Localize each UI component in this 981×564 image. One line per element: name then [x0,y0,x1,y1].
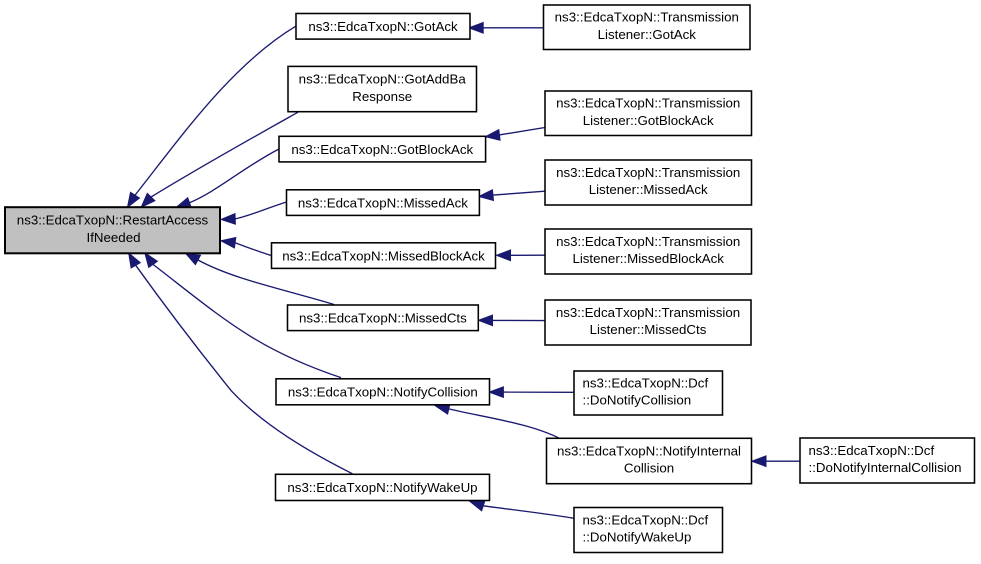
svg-text:Listener::MissedBlockAck: Listener::MissedBlockAck [572,251,724,266]
svg-text:ns3::EdcaTxopN::GotAck: ns3::EdcaTxopN::GotAck [308,19,458,34]
svg-text:::DoNotifyInternalCollision: ::DoNotifyInternalCollision [809,460,962,475]
svg-text:Listener::GotBlockAck: Listener::GotBlockAck [583,113,714,128]
svg-text:Listener::MissedAck: Listener::MissedAck [589,182,708,197]
svg-text:ns3::EdcaTxopN::Transmission: ns3::EdcaTxopN::Transmission [555,10,739,25]
svg-text:Listener::GotAck: Listener::GotAck [598,27,697,42]
svg-text:ns3::EdcaTxopN::Dcf: ns3::EdcaTxopN::Dcf [583,375,709,390]
svg-text:ns3::EdcaTxopN::RestartAccess: ns3::EdcaTxopN::RestartAccess [17,213,209,228]
svg-text:ns3::EdcaTxopN::NotifyInternal: ns3::EdcaTxopN::NotifyInternal [557,443,741,458]
svg-text:ns3::EdcaTxopN::MissedAck: ns3::EdcaTxopN::MissedAck [298,195,468,210]
svg-text:ns3::EdcaTxopN::MissedCts: ns3::EdcaTxopN::MissedCts [299,311,467,326]
svg-text:ns3::EdcaTxopN::Transmission: ns3::EdcaTxopN::Transmission [556,305,740,320]
svg-text:ns3::EdcaTxopN::Transmission: ns3::EdcaTxopN::Transmission [556,165,740,180]
svg-text:Response: Response [352,89,412,104]
svg-text:Collision: Collision [624,461,674,476]
svg-text:ns3::EdcaTxopN::Dcf: ns3::EdcaTxopN::Dcf [809,443,935,458]
svg-text:ns3::EdcaTxopN::GotAddBa: ns3::EdcaTxopN::GotAddBa [299,72,467,87]
svg-text:::DoNotifyCollision: ::DoNotifyCollision [583,393,692,408]
svg-text:ns3::EdcaTxopN::Dcf: ns3::EdcaTxopN::Dcf [583,512,709,527]
svg-text:ns3::EdcaTxopN::NotifyWakeUp: ns3::EdcaTxopN::NotifyWakeUp [287,480,477,495]
svg-text:Listener::MissedCts: Listener::MissedCts [590,322,707,337]
svg-text:ns3::EdcaTxopN::NotifyCollisio: ns3::EdcaTxopN::NotifyCollision [288,385,478,400]
svg-text:ns3::EdcaTxopN::Transmission: ns3::EdcaTxopN::Transmission [556,96,740,111]
svg-text:::DoNotifyWakeUp: ::DoNotifyWakeUp [583,530,692,545]
svg-text:ns3::EdcaTxopN::GotBlockAck: ns3::EdcaTxopN::GotBlockAck [291,142,473,157]
svg-text:IfNeeded: IfNeeded [87,230,141,245]
svg-text:ns3::EdcaTxopN::Transmission: ns3::EdcaTxopN::Transmission [556,234,740,249]
svg-text:ns3::EdcaTxopN::MissedBlockAck: ns3::EdcaTxopN::MissedBlockAck [282,248,485,263]
